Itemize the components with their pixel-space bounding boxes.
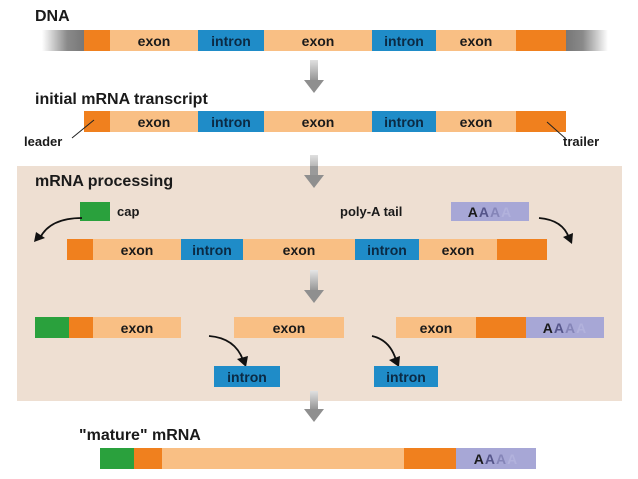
dna-right-flank xyxy=(566,30,608,51)
excised-intron-2: intron xyxy=(374,366,438,387)
trailer-pointer-line xyxy=(546,121,566,139)
polya-letter: A xyxy=(478,203,490,220)
excision-curved-arrow-icon xyxy=(208,335,248,367)
polya-letter: A xyxy=(553,319,565,336)
mature-trailer xyxy=(404,448,456,469)
dna-exon-1: exon xyxy=(110,30,198,51)
dna-leader-region xyxy=(84,30,110,51)
down-arrow-icon xyxy=(304,166,324,188)
cap-label: cap xyxy=(117,204,140,219)
trailer-label: trailer xyxy=(563,134,600,149)
mature-exons xyxy=(162,448,404,469)
transcript-exon-3: exon xyxy=(436,111,516,132)
fragment-leader xyxy=(69,317,93,338)
initial-transcript-label: initial mRNA transcript xyxy=(35,91,208,108)
cap-curved-arrow-icon xyxy=(34,217,83,242)
excised-intron-1: intron xyxy=(214,366,280,387)
processing-exon-3: exon xyxy=(419,239,497,260)
polya-letter: A xyxy=(473,450,485,467)
dna-exon-2: exon xyxy=(264,30,372,51)
polya-label: poly-A tail xyxy=(340,204,403,219)
processing-exon-2: exon xyxy=(243,239,355,260)
processing-leader xyxy=(67,239,93,260)
transcript-intron-1: intron xyxy=(198,111,264,132)
dna-exon-3: exon xyxy=(436,30,516,51)
processing-exon-1: exon xyxy=(93,239,181,260)
mature-leader xyxy=(134,448,162,469)
excision-curved-arrow-icon xyxy=(371,335,400,367)
leader-pointer-line xyxy=(71,119,95,139)
fragment-exon-3: exon xyxy=(396,317,476,338)
dna-left-flank xyxy=(42,30,84,51)
transcript-exon-1: exon xyxy=(110,111,198,132)
polya-letter: A xyxy=(490,203,502,220)
mature-cap xyxy=(100,448,134,469)
down-arrow-icon xyxy=(304,391,324,422)
processing-intron-2: intron xyxy=(355,239,419,260)
polya-curved-arrow-icon xyxy=(538,217,573,244)
mature-mrna-label: "mature" mRNA xyxy=(79,427,201,444)
polya-letter: A xyxy=(467,203,479,220)
transcript-exon-2: exon xyxy=(264,111,372,132)
polya-letter: A xyxy=(565,319,577,336)
fragment-exon-2: exon xyxy=(234,317,344,338)
polya-letter: A xyxy=(501,203,513,220)
dna-intron-1: intron xyxy=(198,30,264,51)
polya-letter: A xyxy=(542,319,554,336)
dna-trailer-region xyxy=(516,30,566,51)
processing-label: mRNA processing xyxy=(35,173,174,190)
processing-trailer xyxy=(497,239,547,260)
polya-letter: A xyxy=(576,319,588,336)
fragment-cap xyxy=(35,317,69,338)
fragment-exon-1: exon xyxy=(93,317,181,338)
down-arrow-icon xyxy=(304,270,324,303)
transcript-intron-2: intron xyxy=(372,111,436,132)
polya-letter: A xyxy=(496,450,508,467)
dna-label: DNA xyxy=(35,8,70,25)
leader-label: leader xyxy=(24,134,63,149)
dna-intron-2: intron xyxy=(372,30,436,51)
polya-letter: A xyxy=(507,450,519,467)
processing-intron-1: intron xyxy=(181,239,243,260)
transcript-leader xyxy=(84,111,110,132)
cap-swatch xyxy=(80,202,110,221)
fragment-trailer xyxy=(476,317,526,338)
transcript-trailer xyxy=(516,111,566,132)
down-arrow-icon xyxy=(304,60,324,93)
polya-letter: A xyxy=(484,450,496,467)
